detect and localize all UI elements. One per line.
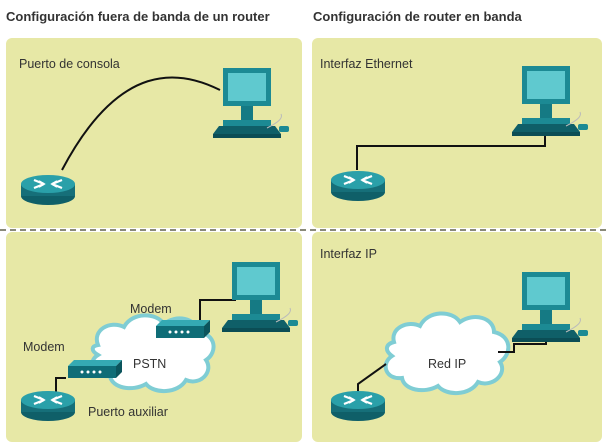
ip-cloud: [383, 311, 511, 395]
label-aux-port: Puerto auxiliar: [88, 405, 168, 419]
label-console-port: Puerto de consola: [19, 57, 120, 71]
label-modem-top: Modem: [130, 302, 172, 316]
label-ip-network: Red IP: [428, 357, 467, 371]
modem-top: [156, 320, 210, 338]
pc-console: [212, 67, 290, 139]
pc-ethernet: [511, 65, 589, 137]
router-ip: [329, 389, 387, 423]
section-divider: [0, 229, 606, 231]
pc-aux: [221, 261, 299, 333]
label-modem-left: Modem: [23, 340, 65, 354]
router-console: [19, 173, 77, 207]
title-in-band: Configuración de router en banda: [313, 9, 522, 24]
label-ethernet-interface: Interfaz Ethernet: [320, 57, 413, 71]
router-aux: [19, 389, 77, 423]
router-ethernet: [329, 169, 387, 203]
aux-cable-pc: [199, 299, 236, 322]
aux-cable-router: [55, 377, 66, 398]
modem-left: [68, 360, 122, 378]
label-ip-interface: Interfaz IP: [320, 247, 377, 261]
console-cable: [61, 76, 221, 171]
title-out-of-band: Configuración fuera de banda de un route…: [6, 9, 270, 24]
pc-ip: [511, 271, 589, 343]
label-pstn: PSTN: [133, 357, 167, 371]
ethernet-cable: [356, 128, 546, 170]
